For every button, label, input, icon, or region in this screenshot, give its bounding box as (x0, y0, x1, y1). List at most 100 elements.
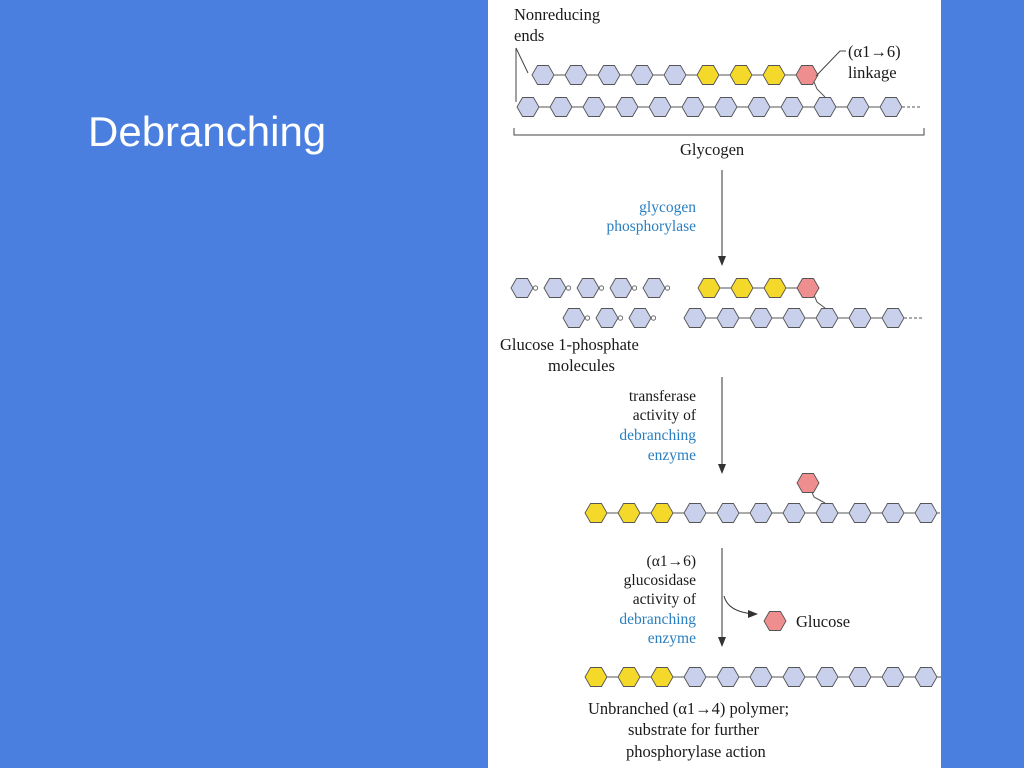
free-glucose-residue (763, 611, 787, 631)
glucose-residue (815, 667, 839, 687)
step2-enzyme-label: debranching (619, 427, 696, 444)
glucose-residue (584, 667, 608, 687)
glycogen-label: Glycogen (680, 140, 744, 159)
glucose-residue (650, 503, 674, 523)
enzyme-label-phosphorylase-2: phosphorylase (606, 218, 696, 235)
nonreducing-label-2: ends (514, 26, 544, 45)
arrow-step-2 (718, 377, 726, 474)
glucose-1-phosphate (642, 278, 666, 298)
glucose-residue (630, 65, 654, 85)
glucose-residue (615, 97, 639, 117)
glucose-residue (749, 503, 773, 523)
phosphate-group (631, 285, 638, 291)
glucose-residue (914, 503, 938, 523)
glucose-residue (729, 65, 753, 85)
glucose-residue (617, 667, 641, 687)
glucose-residue (762, 65, 786, 85)
glucose-residue (780, 97, 804, 117)
glucose-residue (782, 503, 806, 523)
glucose-residue (617, 503, 641, 523)
glucose-residue (879, 97, 903, 117)
glucose-residue (564, 65, 588, 85)
glucose-residue (848, 667, 872, 687)
g1p-label: Glucose 1-phosphate (500, 335, 639, 354)
arrow-step-3 (718, 548, 758, 647)
glucose-residue (516, 97, 540, 117)
glucose-residue (795, 65, 819, 85)
glucose-residue (582, 97, 606, 117)
enzyme-label-phosphorylase: glycogen (639, 199, 696, 216)
glucose-residue (881, 503, 905, 523)
step3-label-2: glucosidase (624, 572, 696, 589)
glucose-1-phosphate (628, 308, 652, 328)
arrow-step-1 (718, 170, 726, 266)
glucose-residue (716, 503, 740, 523)
glucose-residue (813, 97, 837, 117)
phosphate-group (664, 285, 671, 291)
glucose-1-phosphate (562, 308, 586, 328)
glucose-residue (597, 65, 621, 85)
linkage-label-2: linkage (848, 63, 897, 82)
phosphate-group (532, 285, 539, 291)
phosphate-group (565, 285, 572, 291)
glucose-residue (549, 97, 573, 117)
step3-label-1: (α1→6) (647, 553, 696, 570)
glucose-residue (782, 308, 806, 328)
glucose-residue (763, 278, 787, 298)
glucose-label: Glucose (796, 612, 850, 631)
phosphate-group (584, 315, 591, 321)
glucose-1-phosphate (510, 278, 534, 298)
step2-label-1: transferase (629, 388, 696, 405)
nonreducing-pointer-2 (515, 47, 529, 74)
glucose-residue (683, 308, 707, 328)
glucose-residue (815, 503, 839, 523)
phosphate-group (650, 315, 657, 321)
glucose-residue (846, 97, 870, 117)
glycosidic-bonds (528, 74, 941, 678)
glucose-residue (697, 278, 721, 298)
step3-enzyme-label: debranching (619, 611, 696, 628)
glycogen-bracket (513, 128, 925, 136)
final-label-2: substrate for further (628, 720, 760, 739)
glucose-residue (881, 308, 905, 328)
glucose-residue (848, 503, 872, 523)
glucose-residue (749, 308, 773, 328)
glucose-residue (683, 667, 707, 687)
glucose-residue (681, 97, 705, 117)
glucose-residue (782, 667, 806, 687)
glucose-residue (531, 65, 555, 85)
glucose-residue (749, 667, 773, 687)
debranching-diagram: Nonreducing ends (α1→6) linkage Glycogen… (488, 0, 941, 768)
glucose-residue (796, 278, 820, 298)
glucose-residue (716, 308, 740, 328)
glucose-residue (648, 97, 672, 117)
step2-enzyme-label-2: enzyme (648, 447, 696, 464)
linkage-label: (α1→6) (848, 42, 901, 61)
step3-enzyme-label-2: enzyme (648, 630, 696, 647)
glucose-residue (914, 667, 938, 687)
g1p-label-2: molecules (548, 356, 615, 375)
final-label-1: Unbranched (α1→4) polymer; (588, 699, 789, 718)
step3-label-3: activity of (633, 591, 697, 608)
final-label-3: phosphorylase action (626, 742, 766, 761)
glucose-1-phosphate (543, 278, 567, 298)
linkage-pointer (815, 50, 846, 77)
glucose-1-phosphate (595, 308, 619, 328)
slide-title: Debranching (88, 108, 327, 155)
glucose-residue (714, 97, 738, 117)
glucose-1-phosphate (576, 278, 600, 298)
nonreducing-label: Nonreducing (514, 5, 600, 24)
glucose-residue (696, 65, 720, 85)
glucose-residue (730, 278, 754, 298)
glucose-residue (881, 667, 905, 687)
branch-glucose-residue (796, 473, 820, 493)
phosphate-group (617, 315, 624, 321)
step2-label-2: activity of (633, 407, 697, 424)
glucose-residue (584, 503, 608, 523)
glucose-residue (716, 667, 740, 687)
glucose-residue (650, 667, 674, 687)
glucose-residues (510, 65, 938, 687)
glucose-1-phosphate (609, 278, 633, 298)
glucose-residue (683, 503, 707, 523)
glucose-residue (663, 65, 687, 85)
